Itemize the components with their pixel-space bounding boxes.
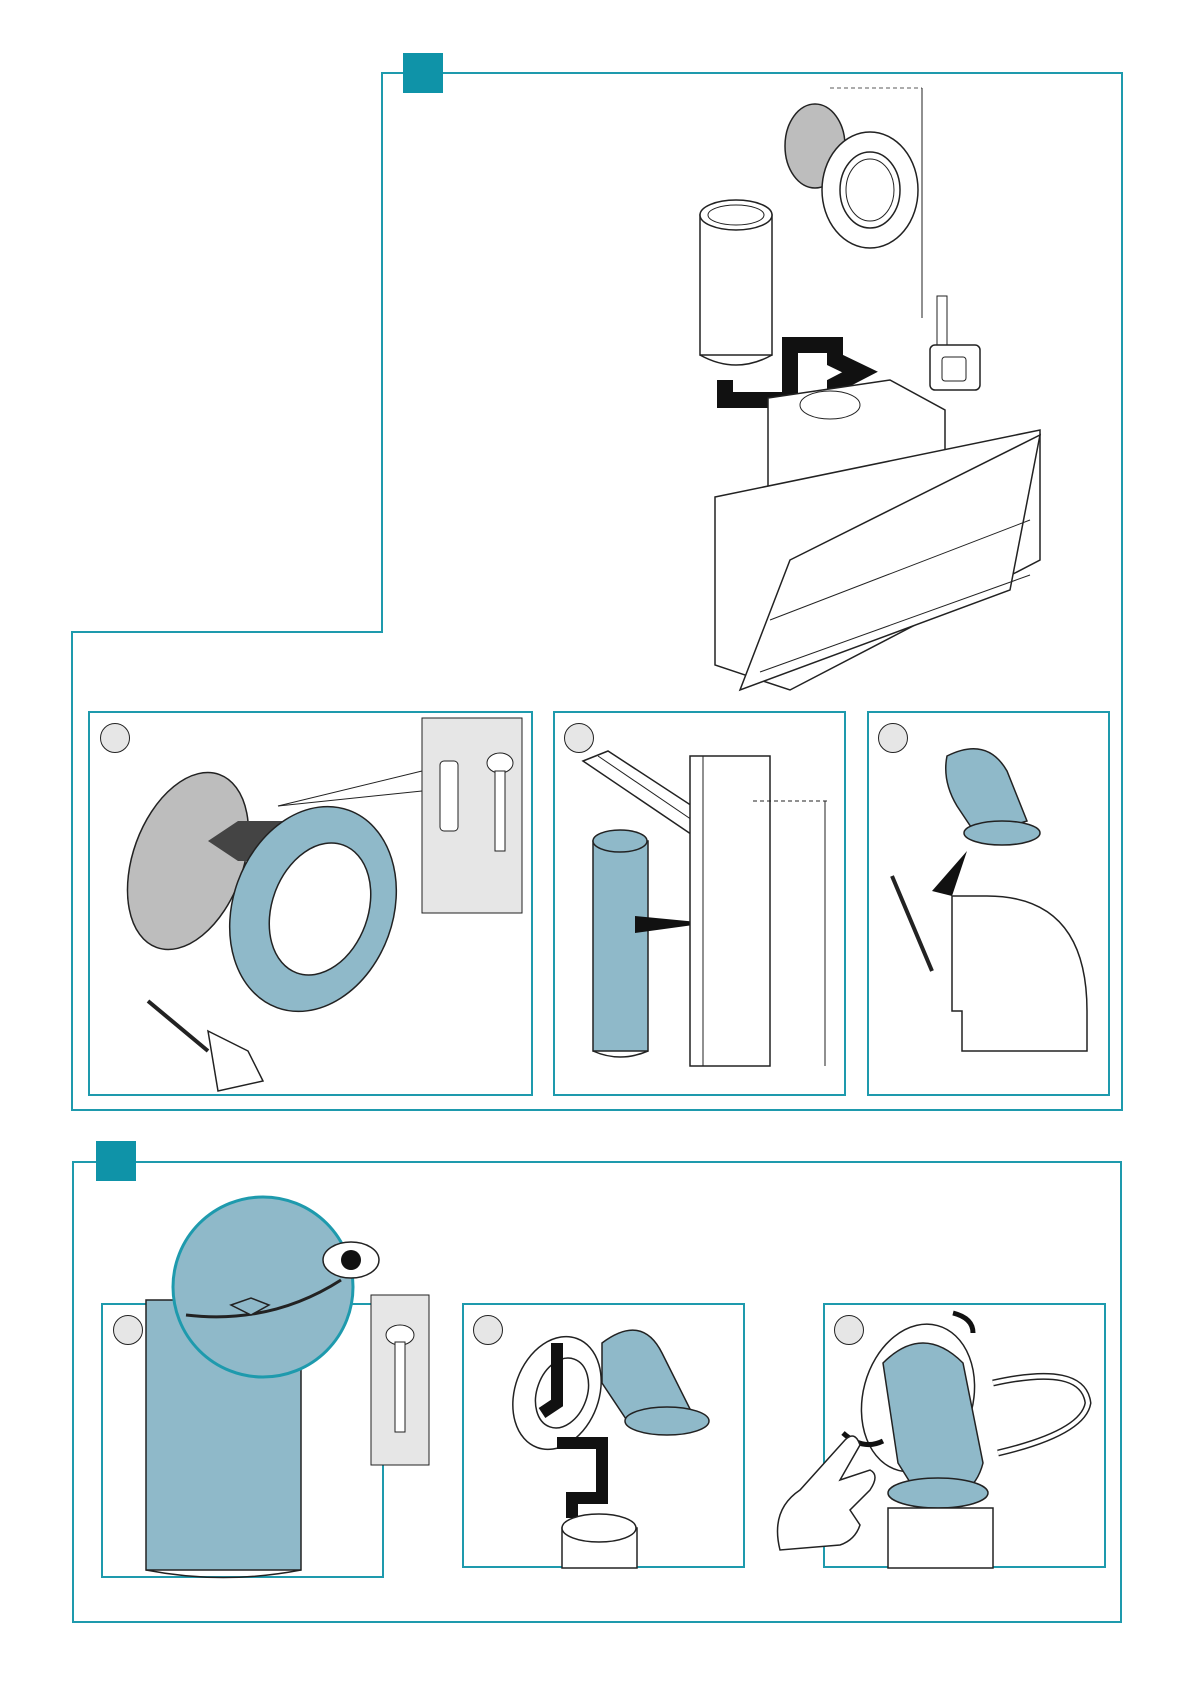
- cut-elbow-illustration: [867, 711, 1110, 1096]
- elbow-blank: [952, 896, 1087, 1051]
- rotate-arrow-icon: [953, 1313, 973, 1333]
- wall-plug-icon: [440, 761, 458, 831]
- chimney-icon: [690, 756, 770, 1066]
- duct-pipe-icon: [593, 830, 648, 1057]
- cut-duct-illustration: [553, 711, 846, 1096]
- elbow-icon: [602, 1330, 709, 1435]
- duct-pipe-icon: [888, 1508, 993, 1568]
- fix-duct-illustration: [101, 1180, 501, 1580]
- knife-icon: [892, 876, 932, 971]
- wall-flange-icon: [822, 132, 918, 248]
- section-1-frame: [0, 0, 1191, 1120]
- fixings-inset: [422, 718, 522, 913]
- tape-measure-icon: [930, 296, 980, 390]
- eye-icon: [323, 1242, 379, 1278]
- duct-pipe-icon: [700, 200, 772, 365]
- hose-clamp-icon: [993, 1376, 1088, 1453]
- arrow-icon: [932, 851, 967, 896]
- hand-icon: [760, 1400, 890, 1560]
- magnifier-detail-icon: [173, 1197, 353, 1377]
- extractor-hood-icon: [715, 380, 1040, 690]
- attach-elbow-illustration: [462, 1303, 745, 1568]
- overview-illustration: [0, 0, 1191, 700]
- wall-plate-illustration: [88, 711, 533, 1096]
- elbow-icon: [946, 749, 1040, 845]
- step-badge-2: [96, 1141, 136, 1181]
- drill-icon: [148, 1001, 263, 1091]
- duct-pipe-icon: [562, 1514, 637, 1568]
